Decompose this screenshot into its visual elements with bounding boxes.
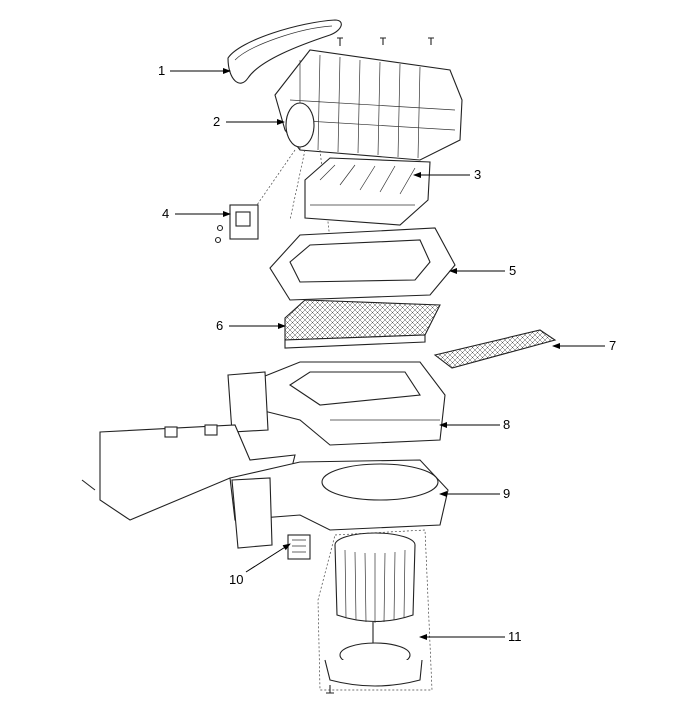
- callout-10: 10: [229, 572, 244, 587]
- part-9-lower-case: [229, 459, 449, 549]
- part-3-door: [304, 157, 431, 226]
- callout-3: 3: [474, 167, 482, 182]
- callout-7: 7: [609, 338, 617, 353]
- callout-8: 8: [503, 417, 511, 432]
- part-7-core: [433, 329, 557, 369]
- part-10-resistor: [287, 534, 311, 560]
- callout-2: 2: [213, 114, 221, 129]
- callout-4: 4: [162, 206, 170, 221]
- callout-5: 5: [509, 263, 517, 278]
- callout-6: 6: [216, 318, 224, 333]
- leader-10: [245, 543, 291, 573]
- part-2-intake-housing: [274, 49, 463, 161]
- part-8-upper-case: [227, 361, 446, 446]
- screws-top: [337, 37, 434, 46]
- callout-11: 11: [508, 629, 522, 644]
- part-6-filter: [284, 299, 441, 349]
- part-11-blower-motor: [317, 529, 433, 694]
- callout-1: 1: [158, 63, 166, 78]
- part-5-filter-case: [269, 227, 456, 301]
- part-1-seal: [227, 19, 342, 84]
- callout-9: 9: [503, 486, 511, 501]
- part-4-actuator: [214, 204, 259, 244]
